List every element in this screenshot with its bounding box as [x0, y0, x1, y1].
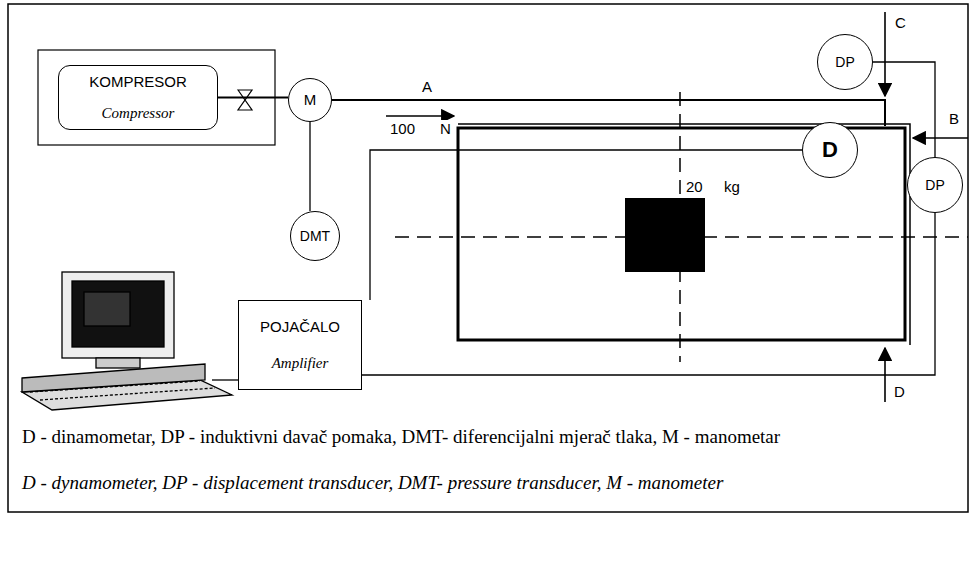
signal-line	[362, 213, 935, 375]
computer-figure-part	[84, 292, 130, 326]
signal-line	[309, 122, 310, 211]
legend-text: D - dynamometer, DP - displacement trans…	[22, 470, 922, 496]
port-label: D	[892, 383, 907, 400]
force-arrows	[386, 12, 968, 402]
signal-line	[370, 150, 802, 300]
legend-text: D - dinamometar, DP - induktivni davač p…	[22, 424, 852, 450]
node-text: DP	[835, 54, 854, 70]
signal-line	[873, 62, 935, 157]
force-unit: N	[438, 120, 453, 137]
signal-line	[218, 97, 288, 99]
computer-figure-part	[30, 381, 200, 392]
amplifier-box: POJAČALO Amplifier	[238, 300, 362, 390]
node-text: D	[822, 137, 838, 162]
node-text: Amplifier	[272, 355, 329, 372]
node-text: KOMPRESOR	[89, 73, 187, 90]
mass-value: 20	[684, 178, 705, 195]
compressor-box: KOMPRESOR Compressor	[58, 65, 218, 130]
node-text: POJAČALO	[260, 318, 340, 335]
mass-unit: kg	[722, 178, 742, 195]
outer-frame-part	[8, 4, 968, 512]
displacement-transducer-circle: DP	[907, 157, 963, 213]
computer-figure-part	[40, 388, 215, 400]
port-label: B	[947, 110, 961, 127]
outer-frame	[8, 4, 968, 512]
valve-symbol	[238, 90, 252, 110]
center-lines	[395, 92, 968, 362]
node-text: DMT	[300, 228, 330, 244]
computer-figure-part	[72, 281, 164, 347]
force-arrows-part	[913, 137, 968, 139]
dynamometer-circle: D	[802, 122, 858, 178]
computer-figure	[22, 272, 238, 410]
computer-figure-part	[62, 272, 174, 358]
displacement-transducer-circle: DP	[817, 34, 873, 90]
computer-figure-part	[96, 358, 140, 368]
node-text: DP	[925, 177, 944, 193]
force-value: 100	[388, 120, 417, 137]
mass-block-part	[625, 198, 705, 272]
pressure-transducer-circle: DMT	[290, 211, 340, 261]
port-label: C	[893, 14, 908, 31]
node-text: Compressor	[102, 105, 175, 122]
force-arrows-part	[884, 12, 886, 96]
valve-symbol-part	[238, 90, 252, 110]
node-text: M	[304, 91, 317, 108]
port-label: A	[420, 78, 434, 95]
manometer-circle: M	[288, 78, 332, 122]
computer-figure-part	[212, 379, 238, 380]
force-arrows-part	[386, 115, 454, 117]
mass-block	[625, 198, 705, 272]
